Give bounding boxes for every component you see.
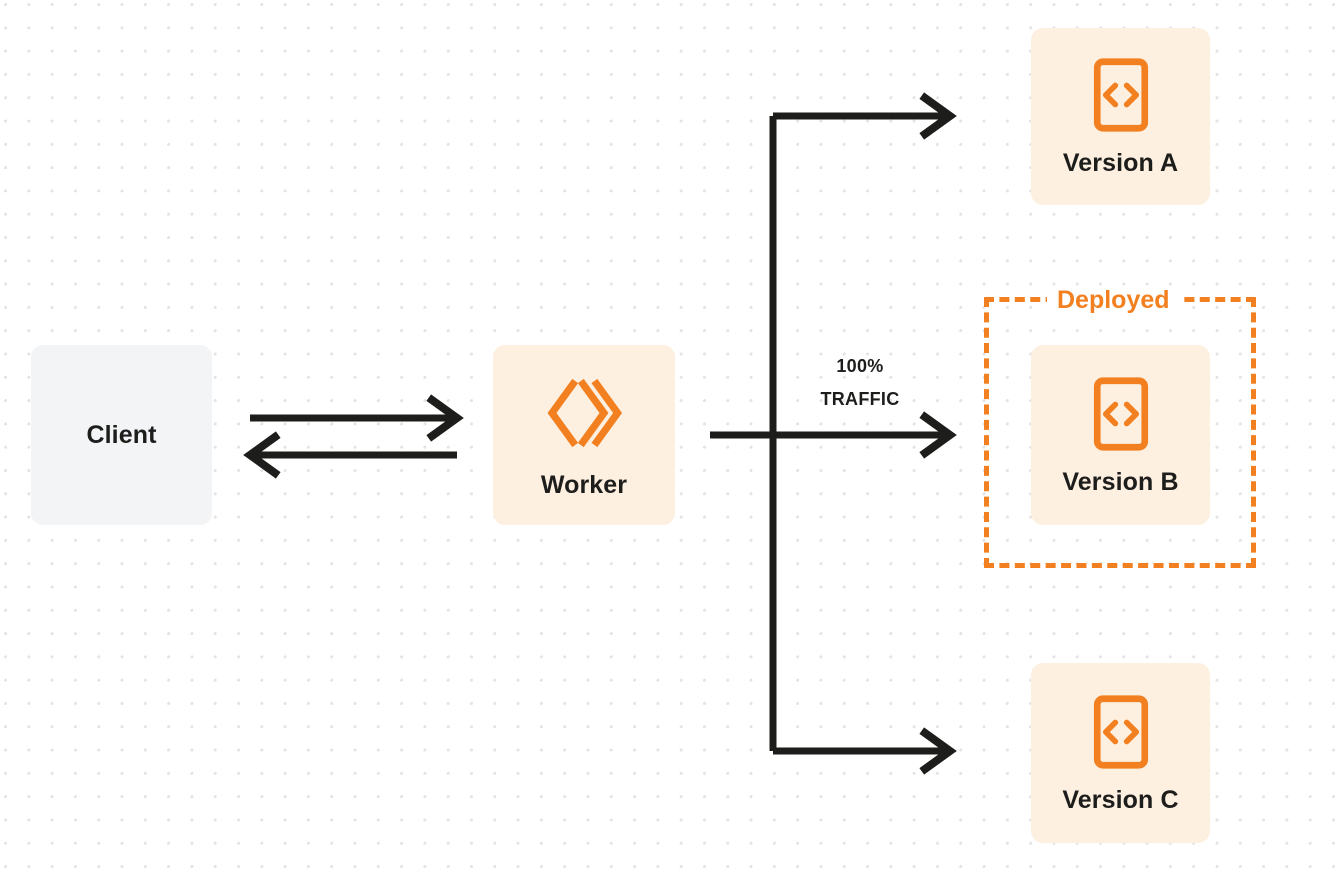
node-worker[interactable]: Worker — [493, 345, 675, 525]
traffic-unit-label: TRAFFIC — [820, 389, 900, 409]
edge-worker-to-version-a — [773, 92, 957, 140]
node-client[interactable]: Client — [31, 345, 212, 525]
node-version-b[interactable]: Version B — [1031, 345, 1210, 525]
version-a-label: Version A — [1062, 149, 1179, 177]
deployed-group-label: Deployed — [1047, 286, 1180, 314]
node-version-a[interactable]: Version A — [1031, 28, 1210, 205]
client-label: Client — [86, 420, 157, 449]
code-file-icon — [1092, 57, 1150, 133]
cloudflare-workers-logo-icon — [544, 373, 624, 453]
traffic-percentage-label: 100% TRAFFIC — [790, 350, 930, 416]
code-file-icon — [1092, 694, 1150, 770]
traffic-percent-value: 100% — [836, 356, 884, 376]
edge-worker-to-client — [243, 431, 457, 479]
version-b-label: Version B — [1062, 467, 1179, 496]
code-file-icon — [1092, 376, 1150, 452]
edge-worker-to-version-c — [773, 727, 957, 775]
worker-label: Worker — [540, 470, 628, 499]
edge-client-to-worker — [250, 394, 464, 442]
node-version-c[interactable]: Version C — [1031, 663, 1210, 843]
edge-worker-to-version-b — [710, 411, 957, 459]
version-c-label: Version C — [1062, 785, 1179, 814]
